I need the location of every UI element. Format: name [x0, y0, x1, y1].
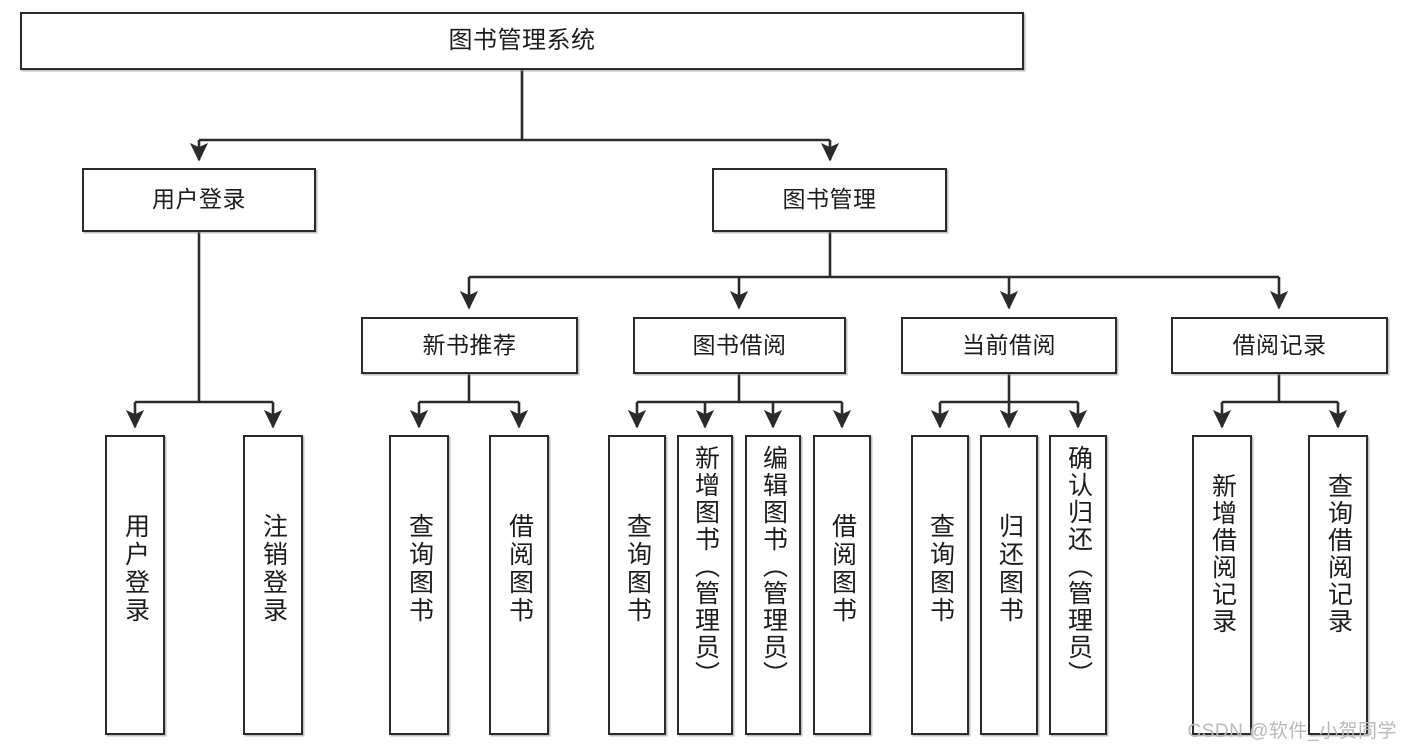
node-label: 图书管理 — [782, 186, 877, 213]
node-label: 借阅图书 — [505, 513, 534, 625]
node-leaf-borrow-book-2[interactable]: 借阅图书 — [813, 435, 871, 735]
node-label: 用户登录 — [152, 186, 246, 213]
node-leaf-return-book[interactable]: 归还图书 — [980, 435, 1038, 735]
node-label: 借阅图书 — [828, 513, 857, 625]
node-label: 新增借阅记录 — [1208, 473, 1237, 635]
node-label: 当前借阅 — [962, 331, 1056, 358]
node-label: 编辑图书（管理员） — [759, 445, 788, 688]
node-borrow-record[interactable]: 借阅记录 — [1171, 317, 1388, 374]
node-leaf-user-login[interactable]: 用户登录 — [105, 435, 165, 735]
node-new-book-recommend[interactable]: 新书推荐 — [361, 317, 578, 374]
node-user-login[interactable]: 用户登录 — [82, 168, 316, 232]
node-leaf-query-borrow-record[interactable]: 查询借阅记录 — [1308, 435, 1368, 735]
node-label: 新书推荐 — [422, 331, 517, 358]
node-label: 查询图书 — [926, 513, 955, 625]
node-leaf-add-book-admin[interactable]: 新增图书（管理员） — [677, 435, 733, 735]
node-book-borrow[interactable]: 图书借阅 — [633, 317, 846, 374]
node-label: 新增图书（管理员） — [691, 445, 720, 688]
node-label: 用户登录 — [121, 513, 150, 625]
node-leaf-query-book-2[interactable]: 查询图书 — [608, 435, 666, 735]
node-label: 注销登录 — [259, 513, 288, 625]
node-label: 归还图书 — [995, 513, 1024, 625]
node-book-management-system[interactable]: 图书管理系统 — [20, 12, 1024, 70]
node-leaf-borrow-book-1[interactable]: 借阅图书 — [489, 435, 549, 735]
node-leaf-edit-book-admin[interactable]: 编辑图书（管理员） — [745, 435, 801, 735]
node-label: 查询图书 — [405, 513, 434, 625]
node-leaf-add-borrow-record[interactable]: 新增借阅记录 — [1192, 435, 1252, 735]
node-leaf-query-book-3[interactable]: 查询图书 — [911, 435, 969, 735]
node-leaf-query-book-1[interactable]: 查询图书 — [389, 435, 449, 735]
node-leaf-logout-login[interactable]: 注销登录 — [243, 435, 303, 735]
node-leaf-confirm-return-admin[interactable]: 确认归还（管理员） — [1049, 435, 1107, 735]
node-label: 图书管理系统 — [448, 26, 596, 54]
node-current-borrow[interactable]: 当前借阅 — [901, 317, 1117, 374]
node-label: 查询图书 — [623, 513, 652, 625]
node-label: 查询借阅记录 — [1324, 473, 1353, 635]
node-label: 图书借阅 — [692, 331, 787, 358]
node-book-management[interactable]: 图书管理 — [712, 168, 947, 232]
node-label: 借阅记录 — [1232, 331, 1327, 358]
node-label: 确认归还（管理员） — [1064, 445, 1093, 688]
